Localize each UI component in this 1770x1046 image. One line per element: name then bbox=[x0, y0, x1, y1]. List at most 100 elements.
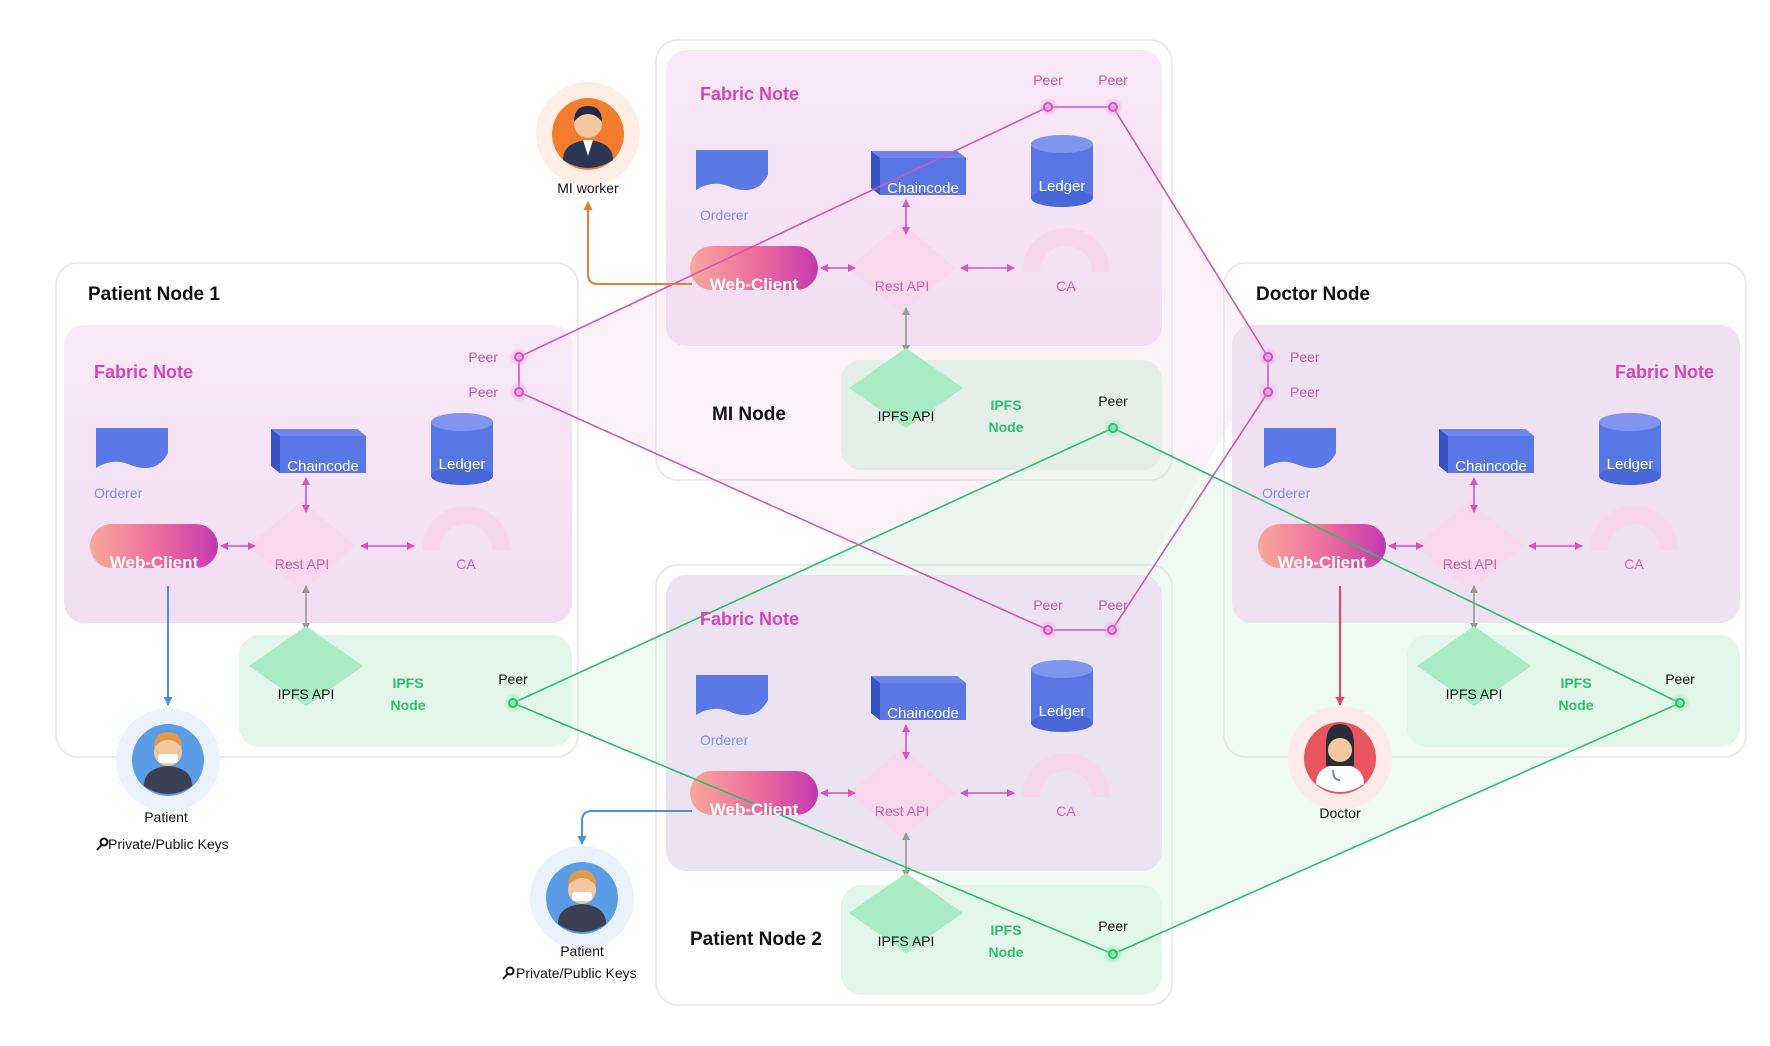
ipfs-link bbox=[1112, 427, 1681, 704]
patient1-chaincode-label: Chaincode bbox=[287, 458, 359, 475]
patient1-ipfs-peer-label: Peer bbox=[498, 671, 528, 687]
peer-dot bbox=[1103, 97, 1123, 117]
patient1-node-title: Patient Node 1 bbox=[88, 284, 220, 305]
doctor-ca-label: CA bbox=[1624, 556, 1644, 572]
patient2-chaincode-label: Chaincode bbox=[887, 705, 959, 722]
patient1-node-panel bbox=[55, 262, 579, 758]
peer-dot bbox=[1038, 97, 1058, 117]
patient2-node-title: Patient Node 2 bbox=[690, 929, 822, 950]
peer-dot bbox=[509, 347, 529, 367]
patient2-ipfs-node-label: Node bbox=[989, 944, 1024, 960]
patient2-name-label: Patient bbox=[560, 943, 604, 959]
peer-dot bbox=[1258, 347, 1278, 367]
ipfs-peer-dot bbox=[1103, 418, 1123, 438]
patient2-arrow bbox=[577, 810, 692, 845]
patient1-ipfs-node-label: IPFS bbox=[392, 675, 423, 691]
ipfs-peer-dot bbox=[1670, 693, 1690, 713]
patient1-ipfs-api-label: IPFS API bbox=[278, 686, 335, 702]
peer-dot bbox=[509, 382, 529, 402]
patient1-fabric-title: Fabric Note bbox=[94, 362, 193, 382]
key-icon bbox=[502, 966, 515, 980]
patient1-ipfs-node-label: Node bbox=[391, 697, 426, 713]
mi-worker-label: MI worker bbox=[557, 180, 619, 196]
doctor-web-client-label: Web-Client bbox=[1278, 553, 1367, 572]
ipfs-peer-dot bbox=[503, 693, 523, 713]
actor-connectors bbox=[163, 201, 1345, 845]
mi-peer-label: Peer bbox=[1033, 72, 1063, 88]
mi-web-client-label: Web-Client bbox=[710, 275, 799, 294]
mi-chaincode-label: Chaincode bbox=[887, 180, 959, 197]
patient2-ipfs-node-label: IPFS bbox=[990, 922, 1021, 938]
patient2-peer-label: Peer bbox=[1098, 597, 1128, 613]
peer-dot bbox=[1258, 382, 1278, 402]
mi-ca-label: CA bbox=[1056, 278, 1076, 294]
doctor-ipfs-api-label: IPFS API bbox=[1446, 686, 1503, 702]
mi-peer-label: Peer bbox=[1098, 72, 1128, 88]
patient1-peer-label: Peer bbox=[468, 349, 498, 365]
patient2-avatar bbox=[530, 846, 634, 950]
doctor-node bbox=[1223, 262, 1747, 758]
doctor-ipfs-node-label: IPFS bbox=[1560, 675, 1591, 691]
patient1-ca-label: CA bbox=[456, 556, 476, 572]
ipfs-link bbox=[512, 702, 1114, 955]
mi-ipfs-node-label: Node bbox=[989, 419, 1024, 435]
fabric-link bbox=[1111, 391, 1269, 631]
patient1-web-client-label: Web-Client bbox=[110, 553, 199, 572]
patient2-node-panel bbox=[655, 564, 1173, 1006]
peer-dot bbox=[1102, 620, 1122, 640]
patient2-keys-label: Private/Public Keys bbox=[516, 965, 637, 981]
patient-avatar-icon bbox=[558, 870, 606, 932]
patient-avatar-icon bbox=[144, 732, 192, 794]
doctor-avatar bbox=[1288, 706, 1392, 810]
mi-ipfs-node-label: IPFS bbox=[990, 397, 1021, 413]
patient-node-2 bbox=[655, 564, 1173, 1006]
patient1-ledger-label: Ledger bbox=[439, 456, 486, 473]
fabric-link bbox=[518, 391, 1049, 631]
mi-worker-arrow bbox=[583, 201, 692, 285]
fabric-link bbox=[1112, 106, 1269, 358]
key-icon bbox=[96, 837, 109, 851]
ipfs-peer-dot bbox=[1103, 944, 1123, 964]
doctor-peer-label: Peer bbox=[1290, 384, 1320, 400]
peer-dot bbox=[1038, 620, 1058, 640]
patient2-peer-label: Peer bbox=[1033, 597, 1063, 613]
doctor-fabric-title: Fabric Note bbox=[1615, 362, 1714, 382]
mi-orderer-label: Orderer bbox=[700, 207, 749, 223]
ipfs-link bbox=[512, 427, 1114, 704]
patient2-web-client-label: Web-Client bbox=[710, 800, 799, 819]
patient2-rest-api-label: Rest API bbox=[875, 803, 929, 819]
mi-worker-avatar bbox=[536, 82, 640, 186]
doctor-ipfs-peer-label: Peer bbox=[1665, 671, 1695, 687]
ipfs-link bbox=[1112, 702, 1681, 955]
patient2-fabric-title: Fabric Note bbox=[700, 609, 799, 629]
patient1-keys-label: Private/Public Keys bbox=[108, 836, 229, 852]
patient1-orderer-label: Orderer bbox=[94, 485, 143, 501]
doctor-peer-label: Peer bbox=[1290, 349, 1320, 365]
patient2-ledger-label: Ledger bbox=[1039, 703, 1086, 720]
peer-dots bbox=[503, 97, 1690, 964]
peer-links bbox=[512, 106, 1681, 955]
doctor-ipfs-node-label: Node bbox=[1559, 697, 1594, 713]
fabric-link bbox=[518, 106, 1049, 358]
patient1-name-label: Patient bbox=[144, 809, 188, 825]
doctor-orderer-label: Orderer bbox=[1262, 485, 1311, 501]
mi-rest-api-label: Rest API bbox=[875, 278, 929, 294]
mi-ipfs-api-label: IPFS API bbox=[878, 408, 935, 424]
patient2-orderer-label: Orderer bbox=[700, 732, 749, 748]
mi-node-title: MI Node bbox=[712, 404, 786, 425]
mi-ipfs-peer-label: Peer bbox=[1098, 393, 1128, 409]
patient1-peer-label: Peer bbox=[468, 384, 498, 400]
doctor-rest-api-label: Rest API bbox=[1443, 556, 1497, 572]
patient2-ipfs-peer-label: Peer bbox=[1098, 918, 1128, 934]
patient2-ipfs-api-label: IPFS API bbox=[878, 933, 935, 949]
doctor-chaincode-label: Chaincode bbox=[1455, 458, 1527, 475]
patient2-ca-label: CA bbox=[1056, 803, 1076, 819]
worker-avatar-icon bbox=[563, 106, 613, 168]
patient1-rest-api-label: Rest API bbox=[275, 556, 329, 572]
doctor-node-title: Doctor Node bbox=[1256, 284, 1370, 305]
mi-ledger-label: Ledger bbox=[1039, 178, 1086, 195]
patient1-avatar bbox=[116, 708, 220, 812]
doctor-ledger-label: Ledger bbox=[1607, 456, 1654, 473]
mi-node-panel bbox=[655, 39, 1173, 481]
